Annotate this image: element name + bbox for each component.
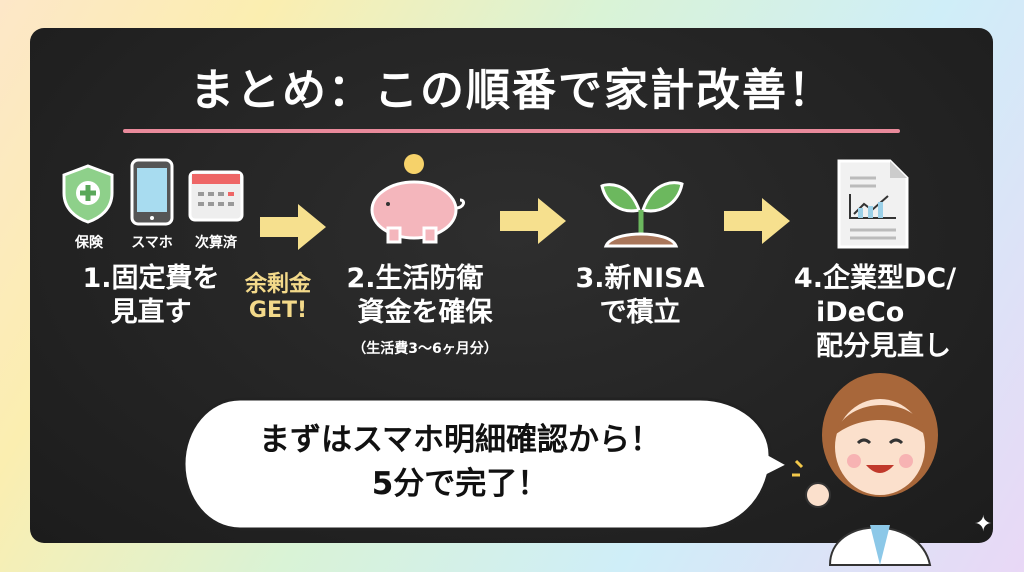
arrow-right-icon [724, 198, 790, 244]
step2-line1: 2.生活防衛 [346, 263, 484, 294]
step1-line2: 見直す [110, 297, 192, 328]
bonus-line1: 余剰金 [244, 272, 311, 297]
icon-label-subscription: 次算済 [195, 235, 237, 251]
advisor-character [792, 373, 938, 566]
bubble-line1: まずはスマホ明細確認から！ [258, 422, 662, 458]
step4-line2: iDeCo [816, 297, 905, 328]
bonus-line2: GET! [248, 298, 308, 323]
speech-bubble [182, 397, 792, 531]
page-title: まとめ：この順番で家計改善！ [190, 65, 834, 116]
step3-line2: で積立 [599, 297, 681, 328]
step1-line1: 1.固定費を [82, 263, 220, 294]
sprout-icon [600, 181, 684, 248]
arrow-right-icon [500, 198, 566, 244]
step2-note: （生活費3〜6ヶ月分） [352, 341, 498, 357]
calendar-icon [188, 170, 244, 222]
step4-line1: 4.企業型DC/ [793, 263, 957, 294]
step2-line2: 資金を確保 [357, 297, 493, 328]
phone-icon [130, 158, 174, 226]
bubble-text: まずはスマホ明細確認から！ 5分で完了！ [200, 418, 720, 506]
icon-label-phone: スマホ [131, 235, 173, 251]
report-chart-icon [837, 159, 909, 249]
piggy-bank-icon [370, 154, 465, 244]
sparkle-icon: ✦ [974, 512, 993, 537]
icon-label-insurance: 保険 [75, 235, 103, 251]
title-underline [123, 129, 900, 133]
shield-icon [62, 164, 114, 224]
bubble-line2: 5分で完了！ [371, 466, 549, 502]
step3-line1: 3.新NISA [575, 263, 705, 294]
step4-line3: 配分見直し [816, 331, 951, 362]
arrow-right-icon [260, 204, 326, 250]
